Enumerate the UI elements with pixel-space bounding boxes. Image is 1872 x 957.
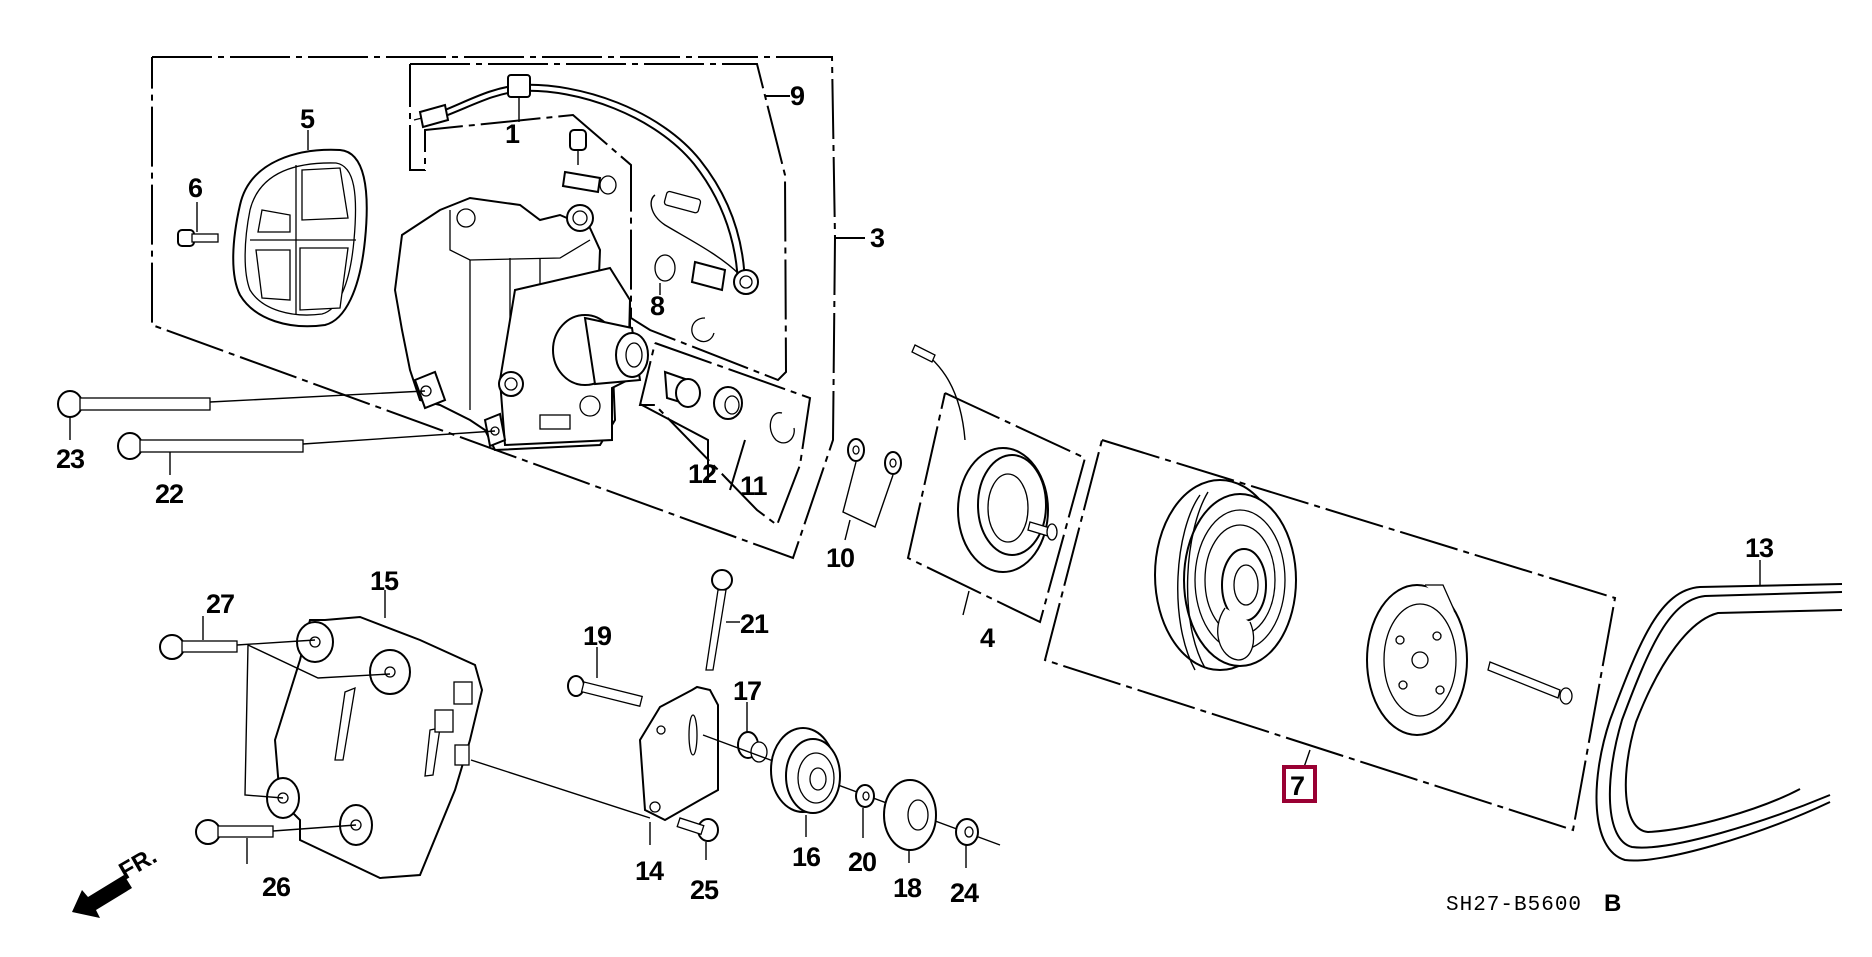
callout-labels: 1 3 4 5 6 7 8 9 10 11 12 13 14 15 16 17 … xyxy=(56,81,1775,908)
callout-13[interactable]: 13 xyxy=(1745,533,1775,563)
callout-7-selected[interactable]: 7 xyxy=(1282,765,1317,803)
part-18-cover xyxy=(883,779,937,863)
part-25-bolt xyxy=(676,817,719,860)
snap-ring xyxy=(1217,607,1255,661)
part-16-idler-pulley xyxy=(770,727,841,837)
callout-19[interactable]: 19 xyxy=(583,621,613,651)
part-5-cover xyxy=(232,130,368,328)
part-4-field-coil xyxy=(911,344,1058,573)
part-15-bracket xyxy=(266,590,484,880)
part-14-bracket xyxy=(638,685,719,845)
callout-27[interactable]: 27 xyxy=(206,589,235,619)
part-26-bolt xyxy=(195,819,357,864)
callout-11[interactable]: 11 xyxy=(740,471,769,501)
callout-15[interactable]: 15 xyxy=(370,566,400,596)
callout-3[interactable]: 3 xyxy=(870,223,886,253)
callout-7: 7 xyxy=(1290,771,1304,801)
compressor-body xyxy=(393,196,649,452)
callout-22[interactable]: 22 xyxy=(155,479,184,509)
selected-highlight-box xyxy=(1282,765,1317,803)
part-19-bolt xyxy=(470,647,651,819)
callout-23[interactable]: 23 xyxy=(56,444,86,474)
callout-14[interactable]: 14 xyxy=(635,856,665,886)
callout-10[interactable]: 10 xyxy=(826,543,855,573)
callout-9[interactable]: 9 xyxy=(790,81,806,111)
callout-16[interactable]: 16 xyxy=(792,842,822,872)
relief-valve xyxy=(561,129,617,195)
part-27-bolt xyxy=(159,616,391,799)
callout-8[interactable]: 8 xyxy=(650,291,666,321)
callout-5[interactable]: 5 xyxy=(300,104,316,134)
callout-17[interactable]: 17 xyxy=(733,676,762,706)
seal-kit-parts xyxy=(663,370,795,444)
callout-20[interactable]: 20 xyxy=(848,847,877,877)
callout-25[interactable]: 25 xyxy=(690,875,720,905)
callout-6[interactable]: 6 xyxy=(188,173,204,203)
part-13-belt xyxy=(1595,560,1843,862)
part-21-bolt xyxy=(705,569,740,671)
sensor-wire xyxy=(650,190,759,343)
seal-kit-boundary xyxy=(638,342,812,527)
part-17-spacer xyxy=(702,702,1001,846)
callout-4[interactable]: 4 xyxy=(980,623,996,653)
clutch-assembly-boundary xyxy=(1043,439,1617,832)
part-6-bolt xyxy=(177,202,219,247)
callout-18[interactable]: 18 xyxy=(893,873,923,903)
part-10-washers xyxy=(842,438,902,541)
callout-1[interactable]: 1 xyxy=(505,119,521,149)
field-coil-boundary xyxy=(906,392,1087,624)
armature-plate xyxy=(1366,584,1573,736)
callout-26[interactable]: 26 xyxy=(262,872,292,902)
diagram-code: SH27-B5600 B xyxy=(1446,890,1621,917)
diagram-code-text: SH27-B5600 xyxy=(1446,894,1582,917)
callout-21[interactable]: 21 xyxy=(740,609,770,639)
front-arrow-icon xyxy=(72,875,132,918)
part-7-clutch-pulley xyxy=(1154,479,1297,671)
compressor-assembly-boundary xyxy=(151,56,865,560)
part-20-washer xyxy=(855,784,875,838)
part-22-bolt xyxy=(117,430,496,475)
callout-24[interactable]: 24 xyxy=(950,878,980,908)
part-24-nut xyxy=(955,818,979,868)
front-direction-indicator: FR. xyxy=(72,842,161,918)
diagram-code-suffix: B xyxy=(1604,890,1621,917)
part-23-bolt xyxy=(57,390,426,440)
callout-12[interactable]: 12 xyxy=(688,459,717,489)
part-1-sensor xyxy=(413,74,746,291)
